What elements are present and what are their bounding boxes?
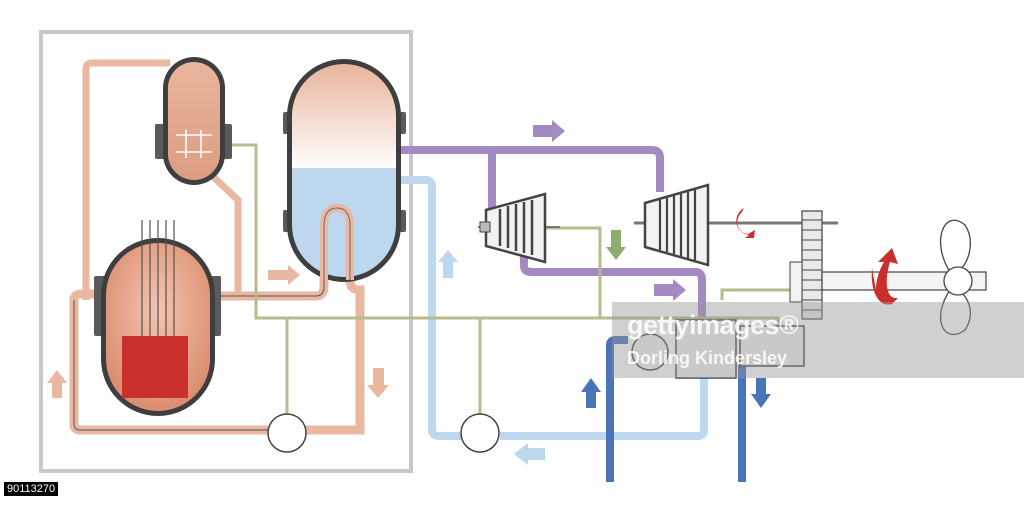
watermark-credit: Dorling Kindersley	[627, 348, 788, 368]
containment-boundary	[39, 30, 413, 473]
feedwater-piping	[398, 176, 708, 440]
image-id-label: 90113270	[4, 482, 59, 496]
primary-loop-outline	[73, 222, 325, 431]
lp-turbine-icon	[634, 183, 838, 267]
arrow-right-icon	[654, 279, 686, 301]
shaft-rotation-arrow-icon	[736, 208, 755, 238]
propeller-rotation-arrow-icon	[871, 248, 898, 305]
propeller-icon	[939, 219, 973, 336]
arrow-right-icon	[268, 265, 300, 285]
watermark-logo: gettyimages®	[627, 310, 799, 340]
arrow-right-icon	[533, 120, 565, 142]
arrow-down-icon	[751, 378, 771, 408]
hp-turbine-icon	[478, 192, 560, 264]
steam-piping	[398, 146, 706, 320]
feedwater-pump-icon	[460, 413, 500, 453]
control-lines	[220, 143, 800, 414]
cooling-water-piping	[606, 336, 746, 482]
reactor-core	[122, 336, 188, 398]
arrow-up-icon	[47, 370, 67, 398]
pressurizer-icon	[155, 57, 232, 185]
arrow-up-icon	[438, 250, 458, 278]
condenser-icon	[631, 319, 805, 379]
reactor-vessel-icon	[94, 220, 221, 416]
primary-pump-icon	[267, 413, 307, 453]
arrow-down-icon	[606, 230, 626, 260]
watermark-band	[612, 302, 1024, 378]
steam-generator-icon	[283, 59, 406, 282]
flow-arrows	[47, 120, 771, 465]
arrow-down-icon	[367, 368, 389, 398]
arrow-left-icon	[514, 443, 545, 465]
arrow-up-icon	[581, 378, 601, 408]
